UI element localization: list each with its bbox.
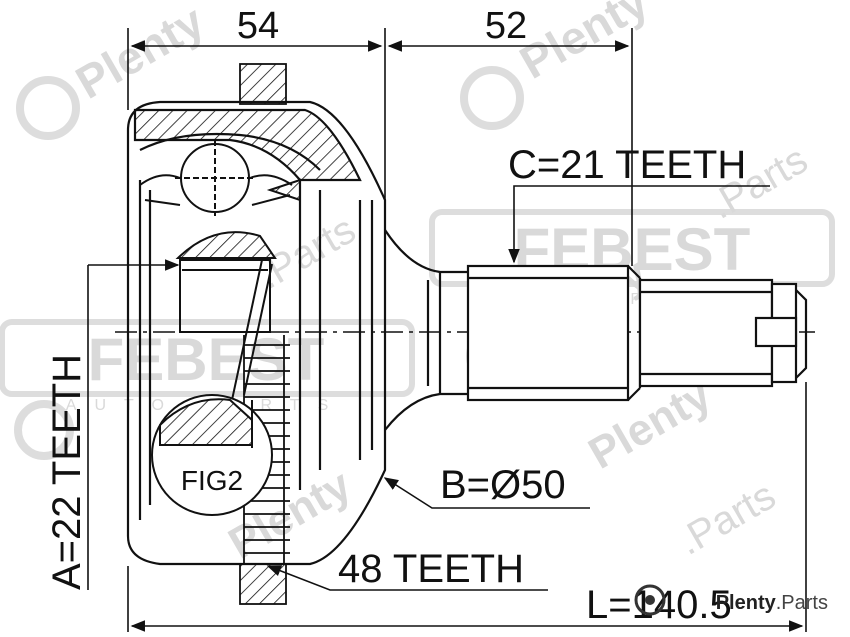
credit-badge: Plenty.Parts — [716, 592, 828, 615]
stub-shaft — [466, 264, 808, 402]
dimension-lines — [127, 28, 807, 632]
credit-suffix: .Parts — [775, 592, 828, 614]
watermark-parts-3: .Parts — [671, 473, 783, 563]
fig2-label: FIG2 — [181, 465, 243, 496]
callout-seal-diameter: B=Ø50 — [440, 463, 566, 507]
bearing-ball — [139, 140, 301, 216]
callout-inner-spline: A=22 TEETH — [45, 354, 89, 590]
fig2-detail: FIG2 — [151, 394, 273, 516]
svg-text:FEBEST: FEBEST — [88, 326, 325, 393]
svg-text:.Parts: .Parts — [671, 473, 783, 563]
callout-abs-ring: 48 TEETH — [338, 547, 524, 591]
inner-race — [175, 231, 277, 401]
callout-outer-spline: C=21 TEETH — [508, 143, 746, 187]
dim-housing-length: 54 — [237, 5, 279, 47]
svg-text:Plenty: Plenty — [511, 0, 657, 89]
dim-shaft-length: 52 — [485, 5, 527, 47]
gear-disc-icon — [634, 584, 666, 616]
leader-lines — [87, 185, 770, 591]
svg-text:Plenty: Plenty — [67, 0, 213, 109]
watermark-plenty-4 — [14, 400, 74, 460]
credit-brand: Plenty — [715, 592, 776, 614]
